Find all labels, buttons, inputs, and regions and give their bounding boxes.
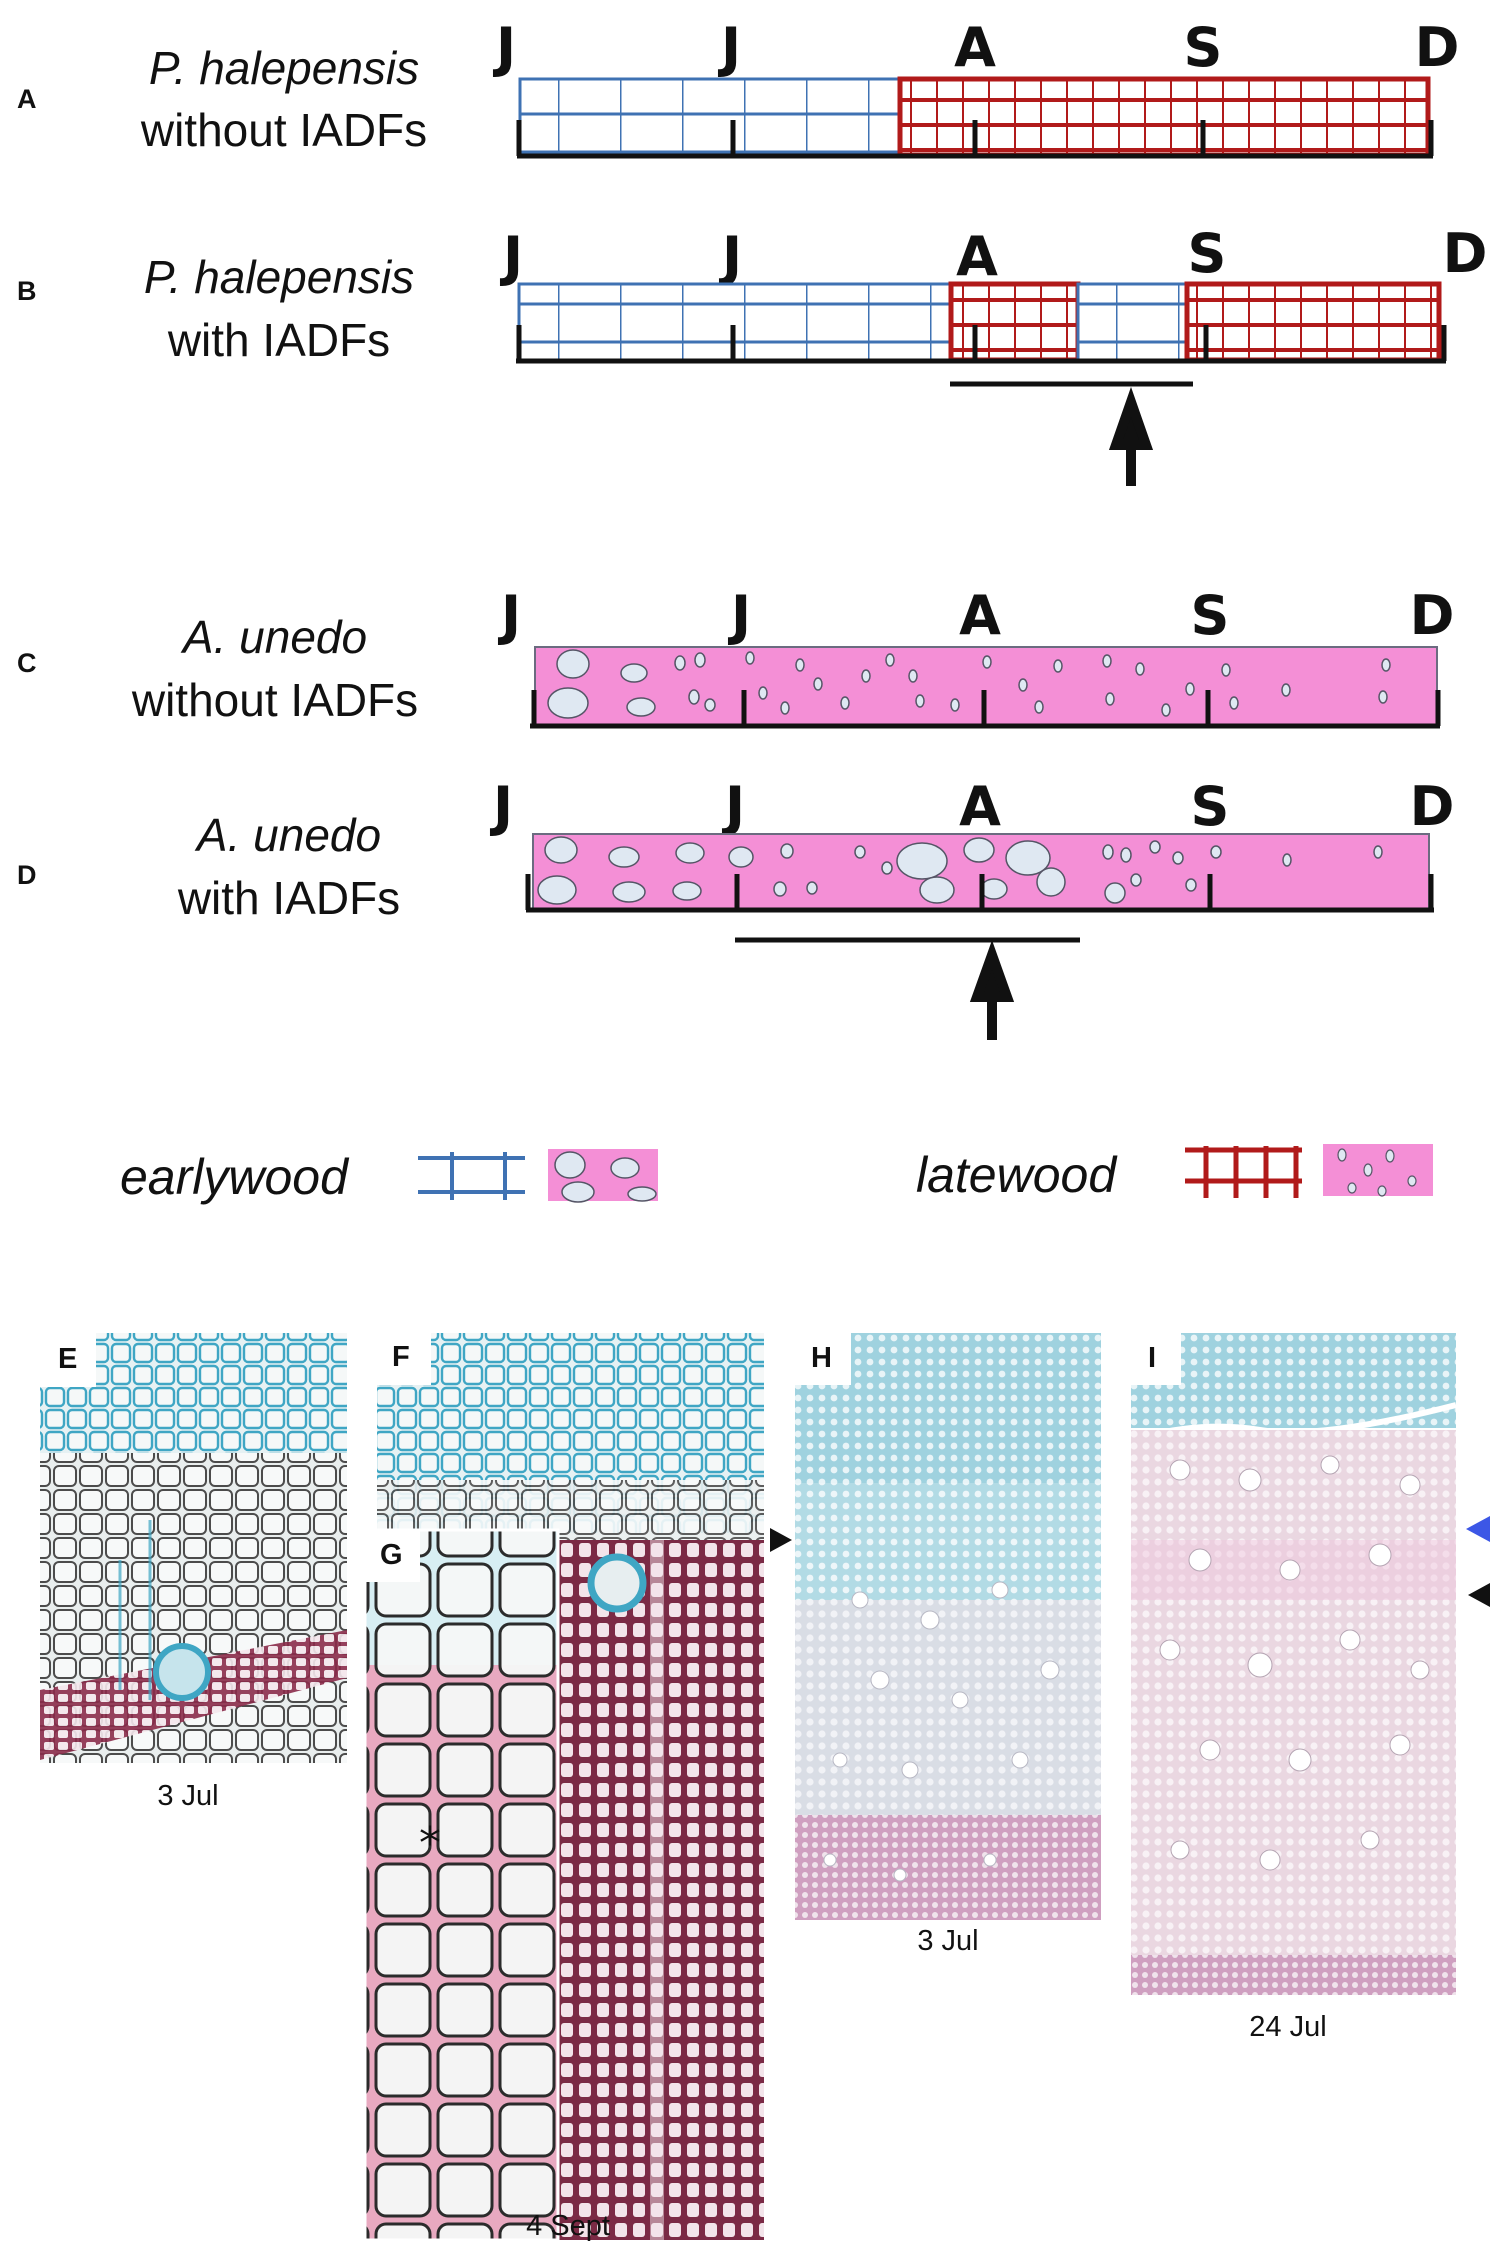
panel-letter: B bbox=[17, 276, 37, 306]
time-axis bbox=[516, 120, 1434, 159]
month-labels: J J A S D bbox=[489, 775, 1454, 838]
micrograph-g: G * 4 Sept bbox=[363, 1528, 610, 2242]
latewood-block bbox=[897, 76, 1431, 158]
micrograph-letter: H bbox=[811, 1342, 832, 1374]
earlywood-pine-swatch bbox=[418, 1152, 525, 1200]
ring-boundary-arrowhead-icon bbox=[770, 1528, 792, 1552]
species-name: P. halepensis bbox=[149, 42, 419, 94]
month-label: S bbox=[1188, 222, 1227, 285]
iadf-latewood-band bbox=[948, 281, 1081, 363]
micrograph-e: E 3 Jul bbox=[40, 1333, 347, 1812]
month-label: S bbox=[1191, 584, 1230, 647]
species-name: A. unedo bbox=[194, 809, 381, 861]
month-labels: J J A S D bbox=[499, 222, 1487, 288]
month-label: A bbox=[959, 775, 1001, 838]
vessel-cells bbox=[537, 836, 1383, 905]
vessel-cells bbox=[547, 649, 1391, 719]
iadf-arrow-icon bbox=[1108, 386, 1154, 486]
panel-letter: C bbox=[17, 648, 37, 678]
panel-d: D A. unedo with IADFs J J A S D bbox=[17, 775, 1454, 1040]
month-label: D bbox=[1410, 584, 1455, 647]
month-label: J bbox=[721, 775, 745, 838]
species-name: P. halepensis bbox=[144, 251, 414, 303]
panel-c: C A. unedo without IADFs J J A S D bbox=[17, 584, 1454, 729]
iadf-arrow-icon bbox=[969, 940, 1015, 1040]
vessel-pores bbox=[823, 1581, 1060, 1882]
asterisk-marker: * bbox=[419, 1818, 441, 1869]
micrograph-h: H 3 Jul bbox=[795, 1333, 1101, 1957]
vessel-pores bbox=[1159, 1455, 1430, 1871]
iadf-description: with IADFs bbox=[167, 314, 390, 366]
month-label: J bbox=[727, 584, 751, 647]
legend: earlywood latewood bbox=[120, 1144, 1433, 1205]
iadf-description: without IADFs bbox=[131, 674, 418, 726]
micrograph-letter: G bbox=[380, 1539, 403, 1571]
sampling-date: 24 Jul bbox=[1249, 2011, 1326, 2043]
legend-latewood-label: latewood bbox=[916, 1147, 1118, 1203]
panel-a: A P. halepensis without IADFs J J A S D bbox=[17, 16, 1459, 159]
micrograph-letter: E bbox=[58, 1343, 77, 1375]
month-label: J bbox=[499, 225, 523, 288]
month-label: A bbox=[954, 16, 996, 79]
sampling-date: 3 Jul bbox=[157, 1780, 218, 1812]
ring-boundary-arrowhead-icon bbox=[1468, 1583, 1490, 1607]
month-label: A bbox=[956, 225, 998, 288]
month-label: D bbox=[1443, 222, 1488, 285]
species-name: A. unedo bbox=[180, 611, 367, 663]
micrograph-f: F bbox=[377, 1333, 764, 2240]
month-label: D bbox=[1415, 16, 1460, 79]
month-label: S bbox=[1191, 775, 1230, 838]
time-axis bbox=[530, 690, 1441, 729]
latewood-pine-swatch bbox=[1185, 1146, 1302, 1198]
swatch-vessels bbox=[1337, 1148, 1417, 1197]
panel-b: B P. halepensis with IADFs J J A S D bbox=[17, 222, 1487, 486]
swatch-vessels bbox=[554, 1151, 657, 1203]
month-label: J bbox=[492, 16, 516, 79]
panel-letter: A bbox=[17, 84, 37, 114]
time-axis bbox=[525, 874, 1434, 913]
micrograph-letter: I bbox=[1148, 1342, 1156, 1374]
month-label: S bbox=[1184, 16, 1223, 79]
micrograph-letter: F bbox=[392, 1341, 410, 1373]
iadf-arrowhead-blue-icon bbox=[1466, 1516, 1490, 1542]
micrograph-i: I 24 Jul bbox=[1130, 1333, 1457, 2043]
month-label: D bbox=[1410, 775, 1455, 838]
iadf-description: with IADFs bbox=[177, 872, 400, 924]
panel-letter: D bbox=[17, 860, 37, 890]
time-axis bbox=[516, 325, 1447, 364]
month-label: J bbox=[718, 225, 742, 288]
sampling-date: 3 Jul bbox=[917, 1925, 978, 1957]
latewood-block bbox=[1184, 281, 1442, 363]
month-label: J bbox=[497, 584, 521, 647]
month-label: J bbox=[717, 16, 741, 79]
month-labels: J J A S D bbox=[492, 16, 1459, 79]
iadf-earlywood-band bbox=[1076, 282, 1189, 362]
month-label: J bbox=[489, 775, 513, 838]
iadf-description: without IADFs bbox=[140, 104, 427, 156]
month-label: A bbox=[959, 584, 1001, 647]
earlywood-block bbox=[518, 77, 902, 157]
legend-earlywood-label: earlywood bbox=[120, 1149, 350, 1205]
month-labels: J J A S D bbox=[497, 584, 1454, 647]
sampling-date: 4 Sept bbox=[526, 2210, 610, 2242]
